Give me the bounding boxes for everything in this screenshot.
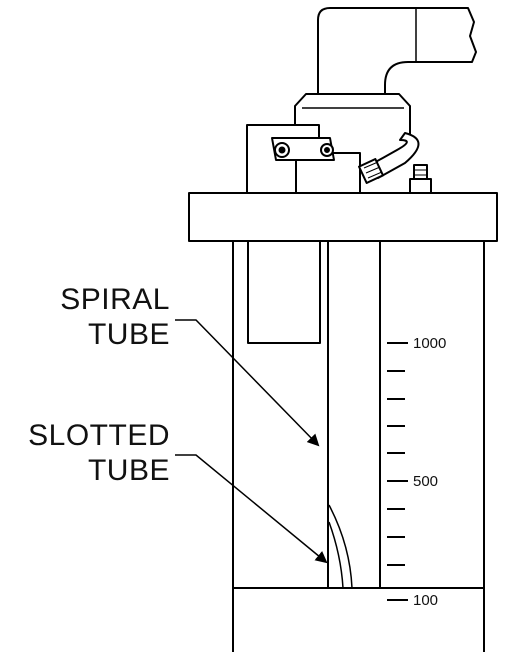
slotted-tube-leader [175,454,328,564]
slotted-tube-label-line2: TUBE [87,454,170,487]
spiral-tube-label-line2: TUBE [87,318,170,351]
bolt [413,164,428,180]
spiral-wire [328,521,344,589]
spiral-tube-label: SPIRAL TUBE [20,282,170,352]
spiral-tube-label-line1: SPIRAL [60,283,170,316]
scale-label-100: 100 [413,592,438,609]
spiral-tube-leader [175,319,320,447]
hanging-block [247,240,321,344]
coupling-nut [294,93,411,135]
slotted-tube-label-line1: SLOTTED [28,419,170,452]
scale-label-500: 500 [413,473,438,490]
slotted-tube-label: SLOTTED TUBE [0,418,170,488]
top-plate [188,192,498,242]
slotted-wire [328,504,353,589]
scale-label-1000: 1000 [413,335,446,352]
elbow-pipe [317,7,477,95]
volume-scale [387,342,408,601]
